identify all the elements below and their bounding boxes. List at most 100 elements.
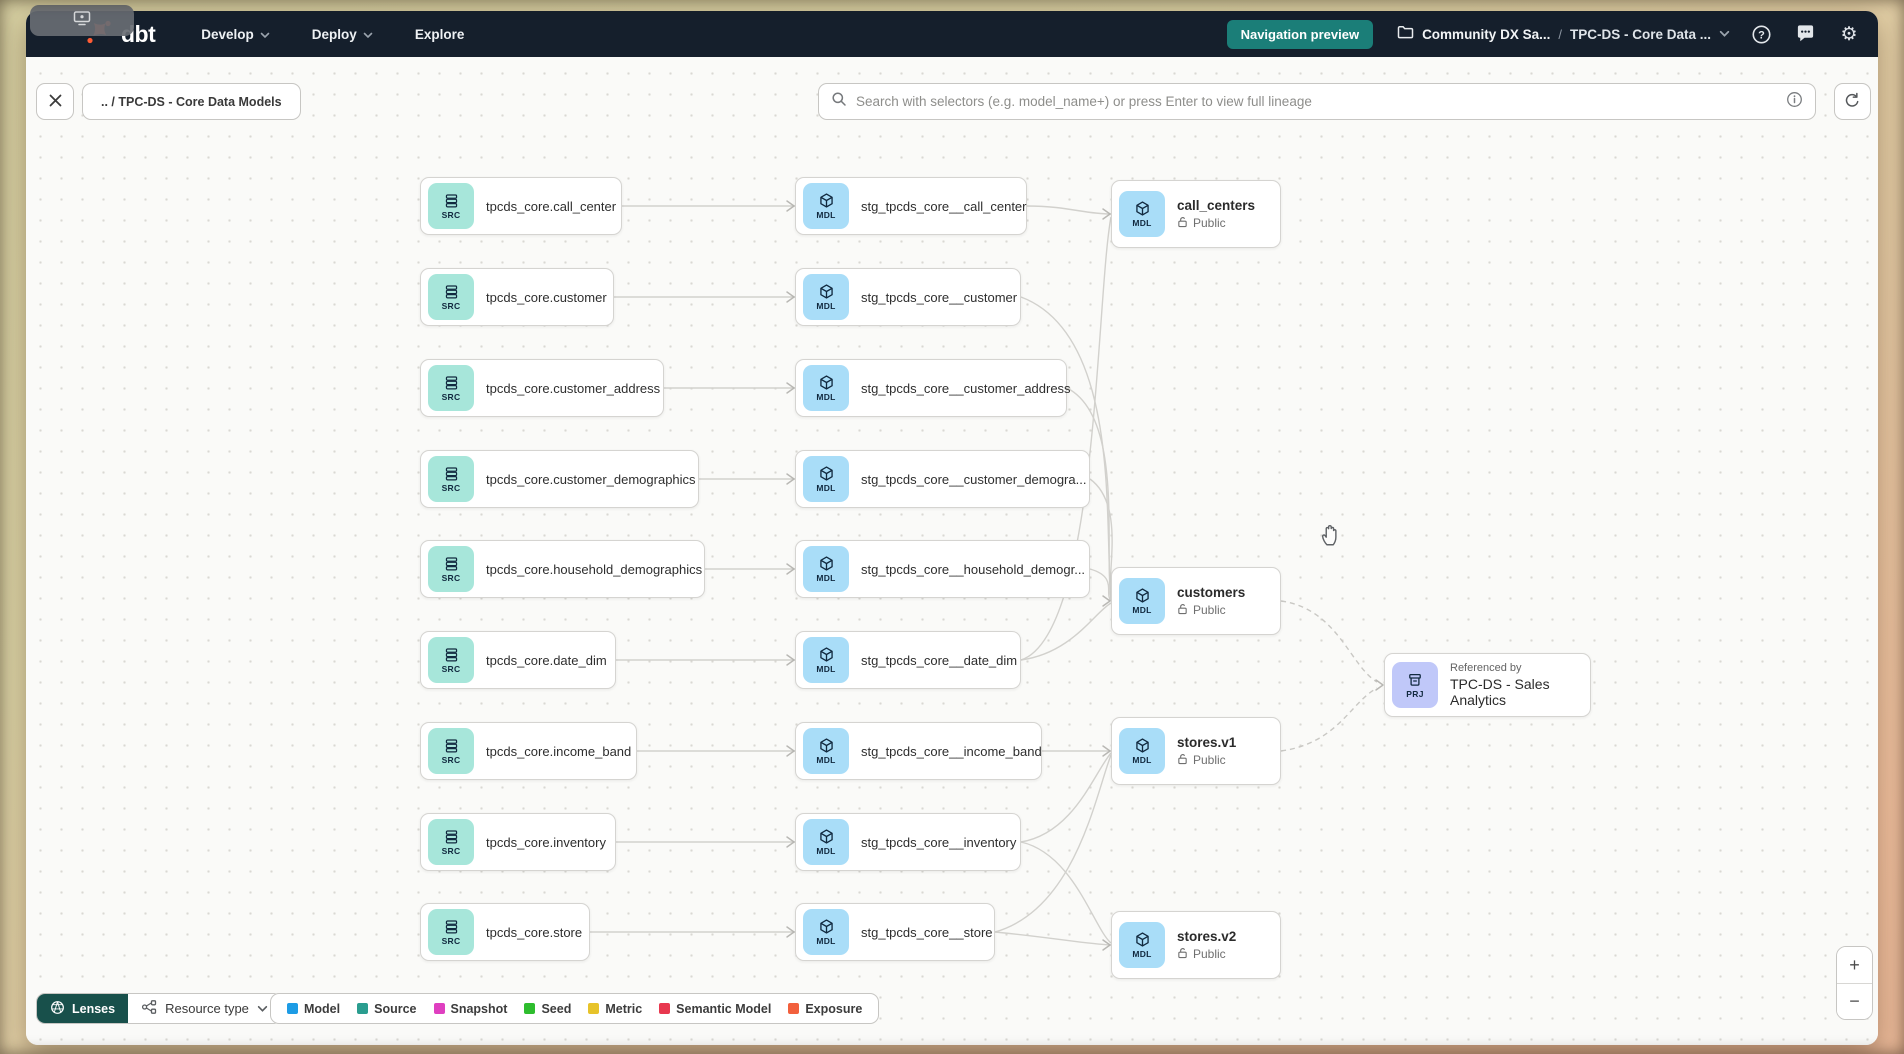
legend-item: Semantic Model (659, 1002, 771, 1016)
node-caption: Referenced by (1450, 662, 1522, 674)
lineage-search (818, 83, 1816, 120)
node-label: stg_tpcds_core__call_center (861, 198, 1027, 214)
breadcrumb-project[interactable]: Community DX Sa... (1422, 26, 1551, 42)
nav-menu-deploy[interactable]: Deploy (312, 27, 373, 42)
divider (1837, 982, 1872, 984)
node-label: tpcds_core.date_dim (486, 652, 607, 668)
node-label: tpcds_core.income_band (486, 743, 632, 759)
model-badge-icon: MDL (1119, 578, 1165, 624)
node-label: stg_tpcds_core__household_demogr... (861, 561, 1086, 577)
node-label: stg_tpcds_core__inventory (861, 834, 1017, 850)
screen-share-indicator (30, 5, 134, 36)
node-label: tpcds_core.call_center (486, 198, 617, 214)
node-label: stg_tpcds_core__date_dim (861, 652, 1018, 668)
feedback-icon[interactable] (1792, 21, 1818, 47)
lock-open-icon (1177, 216, 1188, 231)
lineage-node-model[interactable]: MDL stg_tpcds_core__call_center (795, 177, 1027, 235)
refresh-lineage-button[interactable] (1834, 83, 1871, 120)
top-nav: dbt Develop Deploy Explore (26, 11, 1878, 57)
model-badge-icon: MDL (1119, 191, 1165, 237)
refresh-icon (1844, 92, 1861, 112)
model-badge-icon: MDL (803, 909, 849, 955)
chevron-down-icon[interactable] (1719, 25, 1730, 43)
node-label: stg_tpcds_core__customer (861, 289, 1018, 305)
zoom-out-button[interactable]: − (1837, 983, 1872, 1019)
chevron-down-icon (257, 1001, 268, 1016)
node-visibility: Public (1177, 947, 1236, 962)
legend-item: Exposure (788, 1002, 862, 1016)
breadcrumb-page[interactable]: TPC-DS - Core Data ... (1569, 26, 1711, 42)
search-input[interactable] (856, 94, 1777, 109)
source-badge-icon: SRC (428, 274, 474, 320)
source-badge-icon: SRC (428, 365, 474, 411)
legend-item: Snapshot (433, 1002, 507, 1016)
node-visibility: Public (1177, 603, 1245, 618)
lineage-node-model[interactable]: MDL stg_tpcds_core__store (795, 903, 995, 961)
nav-menu-explore[interactable]: Explore (414, 26, 465, 42)
chevron-down-icon (260, 27, 270, 42)
legend-swatch (287, 1003, 298, 1014)
help-icon[interactable]: ? (1748, 21, 1774, 47)
close-lineage-button[interactable] (36, 83, 74, 120)
source-badge-icon: SRC (428, 183, 474, 229)
nav-menu-develop[interactable]: Develop (201, 27, 270, 42)
legend-swatch (588, 1003, 600, 1014)
node-label: tpcds_core.customer_demographics (486, 471, 696, 487)
node-label: tpcds_core.store (486, 924, 583, 940)
lock-open-icon (1177, 753, 1188, 768)
lineage-node-model[interactable]: MDL stg_tpcds_core__household_demogr... (795, 540, 1090, 598)
lineage-breadcrumb-chip[interactable]: .. / TPC-DS - Core Data Models (82, 83, 301, 120)
node-label: tpcds_core.inventory (486, 834, 606, 850)
lineage-node-source[interactable]: SRC tpcds_core.customer (420, 268, 614, 326)
node-label: stg_tpcds_core__store (861, 924, 993, 940)
svg-text:?: ? (1758, 29, 1765, 41)
zoom-controls: + − (1836, 946, 1873, 1020)
lineage-node-source[interactable]: SRC tpcds_core.store (420, 903, 590, 961)
node-visibility: Public (1177, 753, 1236, 768)
lineage-node-model[interactable]: MDL stg_tpcds_core__customer (795, 268, 1021, 326)
breadcrumb: Community DX Sa... / TPC-DS - Core Data … (1397, 25, 1730, 44)
lenses-button[interactable]: Lenses (37, 994, 129, 1023)
monitor-icon (72, 10, 92, 31)
model-badge-icon: MDL (803, 274, 849, 320)
model-badge-icon: MDL (803, 183, 849, 229)
settings-gear-icon[interactable]: ⚙ (1840, 23, 1858, 45)
node-label: call_centers (1177, 197, 1256, 213)
node-label: tpcds_core.customer (486, 289, 607, 305)
lineage-node-source[interactable]: SRC tpcds_core.call_center (420, 177, 622, 235)
model-badge-icon: MDL (803, 546, 849, 592)
node-label: stg_tpcds_core__income_band (861, 743, 1042, 759)
info-icon[interactable] (1786, 91, 1803, 113)
source-badge-icon: SRC (428, 909, 474, 955)
navigation-preview-button[interactable]: Navigation preview (1226, 19, 1374, 49)
legend-item: Seed (524, 1002, 571, 1016)
model-badge-icon: MDL (803, 365, 849, 411)
nav-menus: Develop Deploy Explore (201, 27, 464, 42)
node-label: customers (1177, 584, 1246, 600)
search-icon (831, 91, 847, 112)
resource-type-dropdown[interactable]: Resource type (128, 994, 281, 1023)
model-badge-icon: MDL (1119, 922, 1165, 968)
lenses-toolbar: Lenses Resource type (36, 993, 282, 1024)
zoom-in-button[interactable]: + (1837, 947, 1872, 983)
source-badge-icon: SRC (428, 819, 474, 865)
legend-swatch (659, 1003, 671, 1014)
lineage-node-source[interactable]: SRC tpcds_core.inventory (420, 813, 616, 871)
